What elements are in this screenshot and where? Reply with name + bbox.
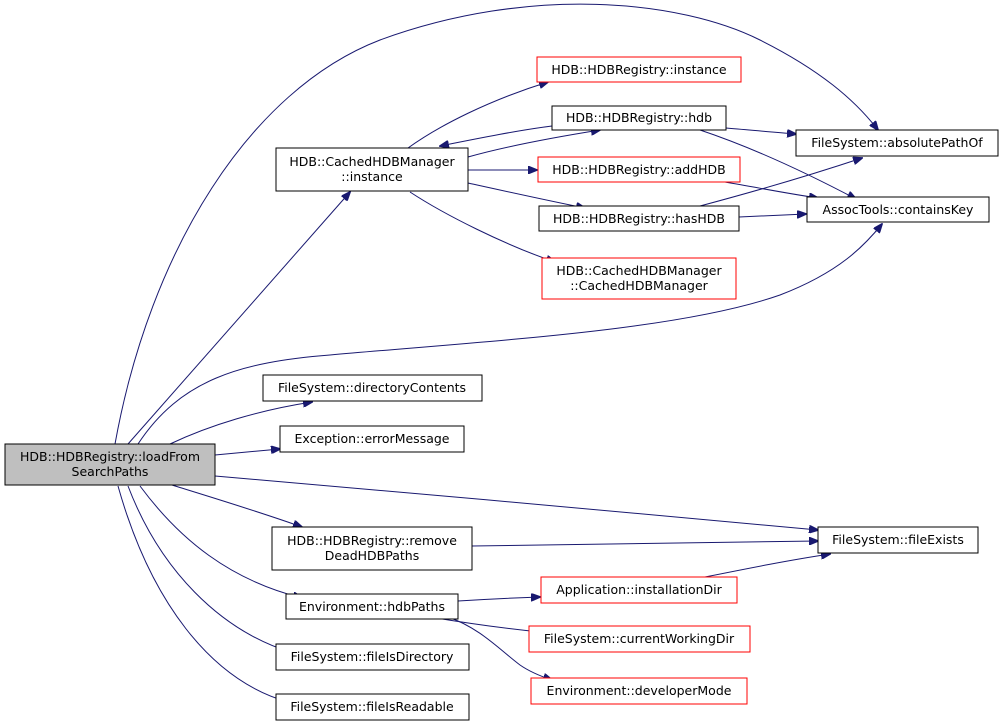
node-application-installationdir[interactable]: Application::installationDir <box>540 576 738 604</box>
edge-installdir-to-fileexists <box>704 554 830 578</box>
node-label: HDB::CachedHDBManager <box>556 263 722 278</box>
node-environment-developermode[interactable]: Environment::developerMode <box>530 677 748 705</box>
node-filesystem-absolutepathof[interactable]: FileSystem::absolutePathOf <box>795 129 999 157</box>
node-label: FileSystem::fileExists <box>832 532 964 547</box>
node-label: Environment::developerMode <box>547 683 732 698</box>
node-label: Exception::errorMessage <box>295 431 450 446</box>
node-label: ::instance <box>341 169 403 184</box>
edge-root-to-fileisreadable <box>117 485 288 702</box>
node-filesystem-currentworkingdir[interactable]: FileSystem::currentWorkingDir <box>528 625 751 653</box>
node-label: FileSystem::fileIsReadable <box>290 699 454 714</box>
edge-cachedinstance-to-reghdb <box>467 130 600 158</box>
node-label: Application::installationDir <box>556 582 722 597</box>
edge-root-to-containskey <box>137 224 882 445</box>
edge-removedead-to-fileexists <box>471 541 818 547</box>
node-label: HDB::HDBRegistry::instance <box>551 62 727 77</box>
node-filesystem-fileisdirectory[interactable]: FileSystem::fileIsDirectory <box>275 643 470 671</box>
edge-root-to-fileexists <box>214 475 818 530</box>
edge-cachedinstance-to-cachedctor <box>409 191 555 262</box>
node-label: FileSystem::currentWorkingDir <box>544 631 735 646</box>
edge-hdbpaths-to-installdir <box>457 597 540 602</box>
edge-root-to-errormessage <box>214 449 280 456</box>
node-exception-errormessage[interactable]: Exception::errorMessage <box>279 425 465 453</box>
edge-reghdb-to-cachedinstance <box>440 125 553 146</box>
edge-root-to-hdbpaths <box>139 485 302 598</box>
node-cachedhdbmanager-instance[interactable]: HDB::CachedHDBManager ::instance <box>275 147 469 192</box>
edge-hdbpaths-to-devmode <box>447 616 552 680</box>
node-label: SearchPaths <box>72 464 149 479</box>
edge-root-to-removedead <box>171 484 302 527</box>
node-loadfromsearchpaths[interactable]: HDB::HDBRegistry::loadFrom SearchPaths <box>4 443 216 486</box>
node-filesystem-fileexists[interactable]: FileSystem::fileExists <box>817 526 979 554</box>
node-filesystem-fileisreadable[interactable]: FileSystem::fileIsReadable <box>275 693 470 721</box>
node-label: DeadHDBPaths <box>325 548 419 563</box>
nodes: HDB::HDBRegistry::loadFrom SearchPaths H… <box>4 56 999 721</box>
node-hdbregistry-removedeadhdbpaths[interactable]: HDB::HDBRegistry::remove DeadHDBPaths <box>271 526 473 571</box>
node-label: ::CachedHDBManager <box>570 278 708 293</box>
node-label: FileSystem::fileIsDirectory <box>291 649 454 664</box>
node-cachedhdbmanager-ctor[interactable]: HDB::CachedHDBManager ::CachedHDBManager <box>541 257 737 300</box>
node-hdbregistry-hashdb[interactable]: HDB::HDBRegistry::hasHDB <box>538 205 740 232</box>
node-label: FileSystem::absolutePathOf <box>811 135 983 150</box>
edge-cachedinstance-to-hashdb <box>467 182 585 208</box>
node-label: HDB::HDBRegistry::remove <box>287 533 457 548</box>
node-hdbregistry-hdb[interactable]: HDB::HDBRegistry::hdb <box>551 105 727 131</box>
node-label: AssocTools::containsKey <box>823 202 974 217</box>
node-label: HDB::HDBRegistry::hasHDB <box>553 211 725 226</box>
edge-hashdb-to-absolutepathof <box>699 158 862 207</box>
node-hdbregistry-instance[interactable]: HDB::HDBRegistry::instance <box>536 56 742 83</box>
node-hdbregistry-addhdb[interactable]: HDB::HDBRegistry::addHDB <box>537 156 741 183</box>
edge-root-to-absolutepathof <box>114 3 878 445</box>
node-label: HDB::CachedHDBManager <box>289 154 455 169</box>
node-assoctools-containskey[interactable]: AssocTools::containsKey <box>806 196 990 223</box>
node-environment-hdbpaths[interactable]: Environment::hdbPaths <box>285 593 459 620</box>
node-label: HDB::HDBRegistry::addHDB <box>552 162 725 177</box>
edge-reghdb-to-containskey <box>699 129 856 199</box>
node-label: HDB::HDBRegistry::hdb <box>566 110 712 125</box>
node-label: HDB::HDBRegistry::loadFrom <box>20 449 200 464</box>
edge-root-to-fileisdirectory <box>127 485 290 652</box>
edge-root-to-cached-instance <box>127 192 350 445</box>
edge-reghdb-to-absolutepathof <box>725 127 796 134</box>
edge-root-to-dircontents <box>169 402 312 445</box>
node-label: FileSystem::directoryContents <box>278 380 466 395</box>
node-label: Environment::hdbPaths <box>299 599 445 614</box>
edge-hashdb-to-containskey <box>738 214 806 217</box>
edges <box>114 3 882 702</box>
node-filesystem-directorycontents[interactable]: FileSystem::directoryContents <box>262 374 483 402</box>
edge-cachedinstance-to-reginstance <box>407 82 548 149</box>
